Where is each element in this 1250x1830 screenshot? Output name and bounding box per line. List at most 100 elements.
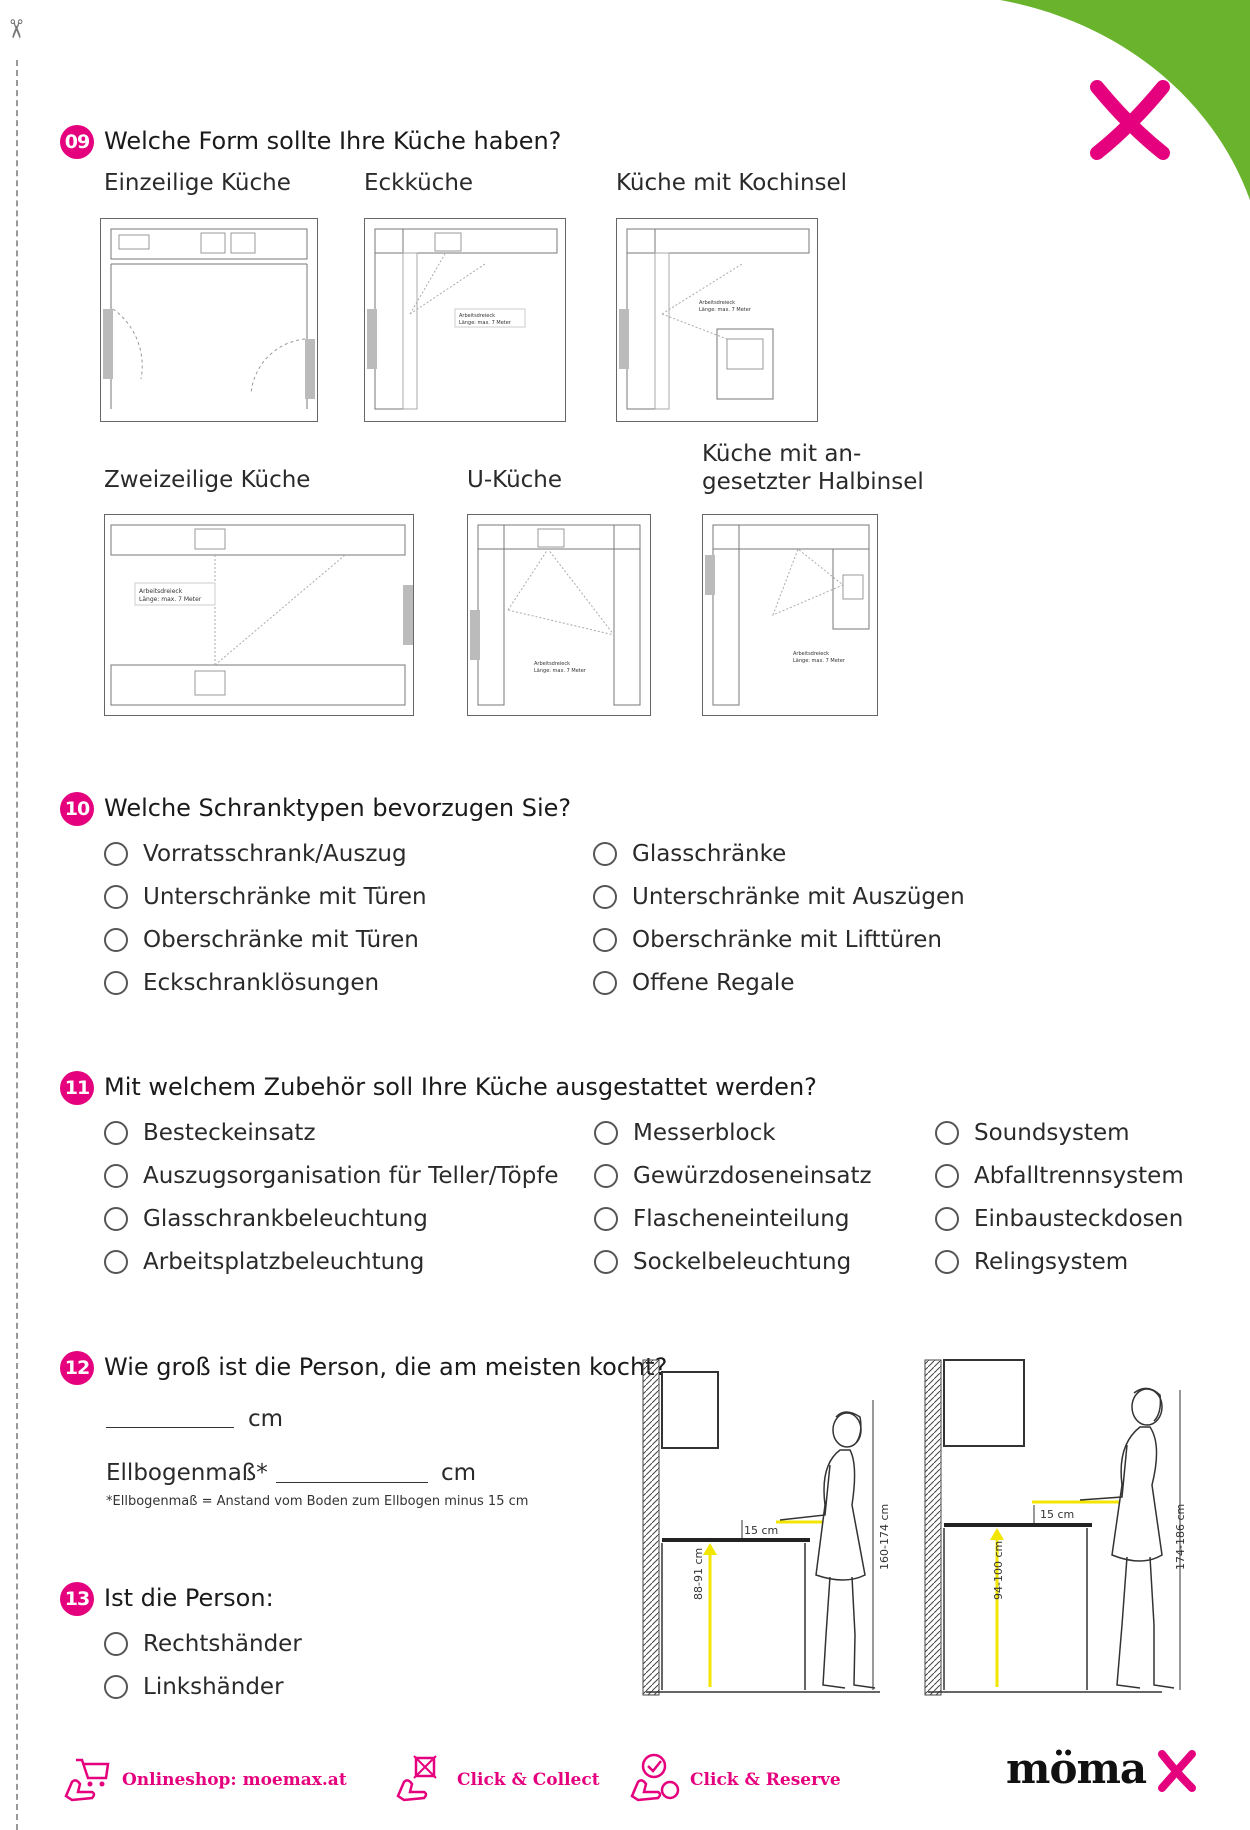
kitchen-label-einzeilig: Einzeilige Küche (104, 170, 291, 196)
option-label: Unterschränke mit Türen (143, 884, 427, 910)
option-label: Eckschranklösungen (143, 970, 380, 996)
radio-button[interactable] (935, 1250, 959, 1274)
option-label: Einbausteckdosen (974, 1206, 1184, 1232)
option-einbausteckdosen[interactable]: Einbausteckdosen (935, 1204, 1183, 1234)
logo-x-icon (1158, 1750, 1196, 1792)
option-label: Relingsystem (974, 1249, 1129, 1275)
option-sockelbeleuchtung[interactable]: Sockelbeleuchtung (594, 1247, 851, 1277)
radio-button[interactable] (594, 1207, 618, 1231)
footer-click-reserve[interactable]: Click & Reserve (690, 1770, 841, 1790)
cut-line (16, 60, 18, 1830)
radio-button[interactable] (104, 1121, 128, 1145)
kitchen-plan-kochinsel[interactable]: Arbeitsdreieck Länge: max. 7 Meter (616, 218, 818, 422)
elbow-unit: cm (441, 1460, 477, 1486)
radio-button[interactable] (935, 1164, 959, 1188)
option-abfalltrennsystem[interactable]: Abfalltrennsystem (935, 1161, 1184, 1191)
radio-button[interactable] (935, 1121, 959, 1145)
elbow-label: Ellbogenmaß* (106, 1460, 268, 1486)
option-eckschrankloesungen[interactable]: Eckschranklösungen (104, 968, 379, 998)
radio-button[interactable] (104, 842, 128, 866)
option-label: Rechtshänder (143, 1631, 302, 1657)
option-label: Offene Regale (632, 970, 795, 996)
option-label: Besteckeinsatz (143, 1120, 316, 1146)
radio-button[interactable] (104, 928, 128, 952)
radio-button[interactable] (593, 885, 617, 909)
radio-button[interactable] (935, 1207, 959, 1231)
question-number-13: 13 (60, 1582, 94, 1616)
option-label: Abfalltrennsystem (974, 1163, 1184, 1189)
kitchen-label-u: U-Küche (467, 467, 563, 493)
svg-text:Arbeitsdreieck: Arbeitsdreieck (793, 651, 829, 657)
option-label: Soundsystem (974, 1120, 1130, 1146)
option-flascheneinteilung[interactable]: Flascheneinteilung (594, 1204, 849, 1234)
option-gewuerzdoseneinsatz[interactable]: Gewürzdoseneinsatz (594, 1161, 872, 1191)
logo-text: möma (1006, 1744, 1147, 1793)
kitchen-label-zweizeilig: Zweizeilige Küche (104, 467, 311, 493)
option-label: Messerblock (633, 1120, 776, 1146)
option-unterschraenke-auszuege[interactable]: Unterschränke mit Auszügen (593, 882, 965, 912)
ergonomics-figure-left (642, 1359, 880, 1696)
radio-button[interactable] (593, 842, 617, 866)
question-title-10: Welche Schranktypen bevorzugen Sie? (104, 794, 572, 822)
question-number-10: 10 (60, 792, 94, 826)
kitchen-plan-eck[interactable]: Arbeitsdreieck Länge: max. 7 Meter (364, 218, 566, 422)
svg-text:Länge: max. 7 Meter: Länge: max. 7 Meter (699, 307, 752, 313)
question-number-12: 12 (60, 1351, 94, 1385)
question-title-09: Welche Form sollte Ihre Küche haben? (104, 127, 562, 155)
option-linkshaender[interactable]: Linkshänder (104, 1672, 284, 1702)
option-label: Auszugsorganisation für Teller/Töpfe (143, 1163, 559, 1189)
option-label: Oberschränke mit Lifttüren (632, 927, 942, 953)
question-number-09: 09 (60, 125, 94, 159)
radio-button[interactable] (593, 928, 617, 952)
question-title-11: Mit welchem Zubehör soll Ihre Küche ausg… (104, 1073, 817, 1101)
option-arbeitsplatzbeleuchtung[interactable]: Arbeitsplatzbeleuchtung (104, 1247, 424, 1277)
kitchen-label-halbinsel: Küche mit an- gesetzter Halbinsel (702, 441, 924, 495)
figure-left-counter: 88-91 cm (692, 1547, 705, 1600)
radio-button[interactable] (104, 1675, 128, 1699)
option-oberschraenke-tueren[interactable]: Oberschränke mit Türen (104, 925, 419, 955)
kitchen-plan-u[interactable]: Arbeitsdreieck Länge: max. 7 Meter (467, 514, 651, 716)
option-offene-regale[interactable]: Offene Regale (593, 968, 794, 998)
elbow-input-line[interactable] (276, 1482, 428, 1483)
kitchen-plan-zweizeilig[interactable]: Arbeitsdreieck Länge: max. 7 Meter (104, 514, 414, 716)
ergonomics-figure-right (924, 1359, 1181, 1696)
radio-button[interactable] (594, 1250, 618, 1274)
reserve-hand-icon (630, 1753, 680, 1802)
option-besteckeinsatz[interactable]: Besteckeinsatz (104, 1118, 316, 1148)
option-auszugsorganisation[interactable]: Auszugsorganisation für Teller/Töpfe (104, 1161, 559, 1191)
box-hand-icon (396, 1755, 437, 1802)
figure-right-offset: 15 cm (1040, 1508, 1075, 1521)
option-vorratsschrank[interactable]: Vorratsschrank/Auszug (104, 839, 407, 869)
radio-button[interactable] (104, 971, 128, 995)
footer-click-collect[interactable]: Click & Collect (457, 1770, 600, 1790)
question-title-13: Ist die Person: (104, 1584, 274, 1612)
kitchen-plan-einzeilig[interactable] (100, 218, 318, 422)
radio-button[interactable] (594, 1121, 618, 1145)
option-rechtshaender[interactable]: Rechtshänder (104, 1629, 302, 1659)
radio-button[interactable] (104, 1164, 128, 1188)
option-soundsystem[interactable]: Soundsystem (935, 1118, 1130, 1148)
option-unterschraenke-tueren[interactable]: Unterschränke mit Türen (104, 882, 427, 912)
svg-text:Länge: max. 7 Meter: Länge: max. 7 Meter (793, 658, 846, 664)
svg-text:Arbeitsdreieck: Arbeitsdreieck (139, 588, 183, 595)
kitchen-plan-halbinsel[interactable]: Arbeitsdreieck Länge: max. 7 Meter (702, 514, 878, 716)
question-title-12: Wie groß ist die Person, die am meisten … (104, 1353, 668, 1381)
moemax-logo[interactable]: möma (1006, 1744, 1196, 1804)
radio-button[interactable] (104, 885, 128, 909)
option-label: Sockelbeleuchtung (633, 1249, 852, 1275)
option-glasschraenke[interactable]: Glasschränke (593, 839, 786, 869)
height-input-line[interactable] (106, 1427, 234, 1428)
option-glasschrankbeleuchtung[interactable]: Glasschrankbeleuchtung (104, 1204, 428, 1234)
footer-onlineshop[interactable]: Onlineshop: moemax.at (122, 1770, 347, 1790)
radio-button[interactable] (593, 971, 617, 995)
svg-text:Arbeitsdreieck: Arbeitsdreieck (534, 661, 570, 667)
radio-button[interactable] (104, 1250, 128, 1274)
radio-button[interactable] (104, 1207, 128, 1231)
figure-right-person: 174-186 cm (1174, 1503, 1187, 1570)
radio-button[interactable] (594, 1164, 618, 1188)
corner-decoration (1000, 0, 1250, 200)
option-oberschraenke-lifttueren[interactable]: Oberschränke mit Lifttüren (593, 925, 942, 955)
option-relingsystem[interactable]: Relingsystem (935, 1247, 1128, 1277)
radio-button[interactable] (104, 1632, 128, 1656)
option-messerblock[interactable]: Messerblock (594, 1118, 776, 1148)
